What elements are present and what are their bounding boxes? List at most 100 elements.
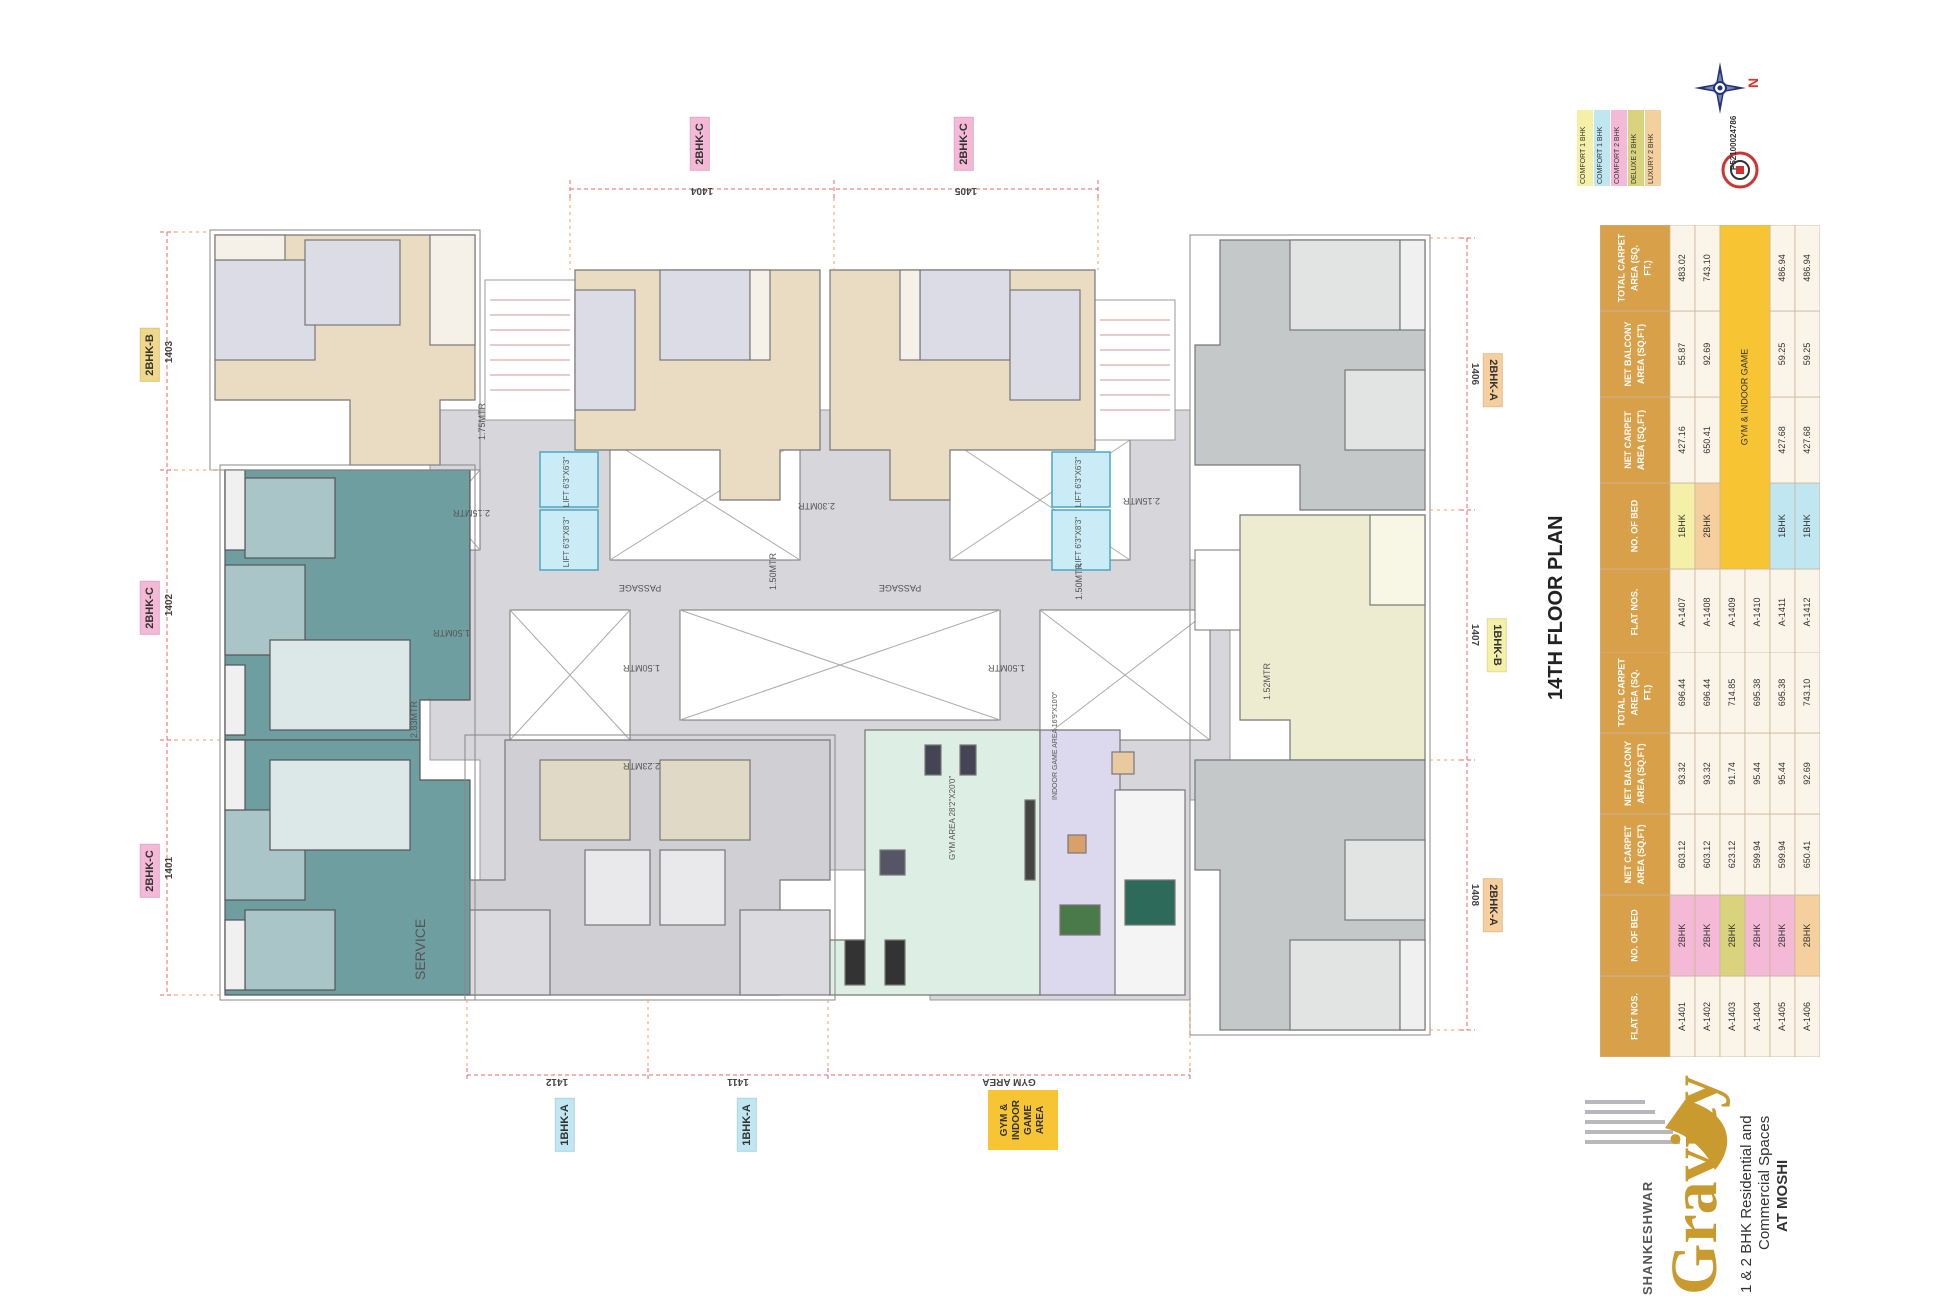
dim-1406: 1406 [1469, 363, 1480, 386]
legend-item: DELUXE 2 BHK [1628, 110, 1645, 186]
dimension-labels: 1404 1405 1403 1402 1401 1406 1407 1408 … [164, 185, 1480, 1087]
table-cell [1669, 310, 1696, 398]
table-cell [1694, 310, 1721, 398]
width-230: 2.30MTR [797, 501, 835, 511]
width-150-a: 1.50MTR [768, 552, 778, 590]
table-cell-text: 95.44 [1752, 762, 1762, 785]
tag-2bhka-1408: 2BHK-A [1482, 878, 1503, 932]
table-cell-text: A-1407 [1677, 597, 1687, 626]
gym-area-label: GYM AREA 28'2"X20'0" [948, 776, 957, 860]
legend-item: COMFORT 1 BHK [1577, 110, 1594, 186]
table-cell-text: 427.68 [1777, 426, 1787, 454]
table-cell-text: 603.12 [1677, 841, 1687, 869]
dimension-guides [175, 198, 1460, 1068]
gym-area [829, 729, 1186, 996]
lift-3-label: LIFT 6'3"X6'3" [1074, 457, 1083, 508]
dim-1411: 1411 [727, 1076, 749, 1087]
table-cell [1669, 732, 1696, 815]
table-header-cell [1600, 732, 1671, 815]
table-cell [1794, 652, 1820, 734]
lift-4-label: LIFT 6'3"X8'3" [1074, 517, 1083, 568]
lift-1-label: LIFT 6'3"X6'3" [562, 457, 571, 508]
table-header-text: NET CARPET [1623, 411, 1633, 469]
table-cell-text: A-1408 [1702, 597, 1712, 626]
table-cell [1719, 568, 1746, 655]
table-header-text: FT.) [1642, 685, 1652, 701]
table-cell-text: 2BHK [1802, 924, 1812, 948]
table-cell [1669, 975, 1696, 1057]
table-cell-text: 1BHK [1777, 514, 1787, 538]
legend-label: COMFORT 1 BHK [1597, 126, 1604, 184]
floor-plan-title: 14TH FLOOR PLAN [1545, 515, 1567, 700]
table-cell-text: 59.25 [1777, 343, 1787, 366]
table-header-text: NET BALCONY [1623, 741, 1633, 806]
table-cell-text: A-1412 [1802, 597, 1812, 626]
table-cell-text: A-1409 [1727, 597, 1737, 626]
table-cell-text: A-1411 [1777, 598, 1787, 626]
tag-2bhkc-1404: 2BHK-C [689, 117, 710, 171]
table-cell [1794, 310, 1820, 398]
legend-label: LUXURY 2 BHK [1648, 133, 1655, 184]
table-cell [1794, 568, 1820, 655]
table-cell-text: 95.44 [1777, 762, 1787, 785]
tag-1bhkb-1407: 1BHK-B [1486, 618, 1507, 672]
table-cell-text: A-1401 [1677, 1002, 1687, 1031]
table-cell [1669, 396, 1696, 484]
table-header-text: AREA (SQ. [1629, 245, 1639, 291]
brand-name: Gravity [1658, 1075, 1731, 1295]
table-cell [1769, 310, 1796, 398]
width-223: 2.23MTR [622, 761, 660, 771]
passage-left: PASSAGE [619, 583, 661, 593]
table-cell-text: 2BHK [1702, 924, 1712, 948]
table-header-text: AREA (SQ.FT) [1636, 324, 1646, 384]
table-header-text: TOTAL CARPET [1616, 658, 1626, 727]
table-cell-text: 483.02 [1677, 254, 1687, 282]
staircases [484, 279, 1176, 441]
table-cell-text: 55.87 [1677, 343, 1687, 366]
table-header-cell [1600, 225, 1671, 312]
table-cell [1694, 225, 1721, 312]
table-cell [1669, 813, 1696, 896]
brand-tagline-3: AT MOSHI [1774, 1159, 1791, 1232]
width-150-c: 1.50MTR [432, 628, 470, 638]
lifts [539, 451, 1111, 571]
table-cell [1794, 732, 1820, 815]
plan-labels: PASSAGE PASSAGE LIFT 6'3"X6'3" LIFT 6'3"… [409, 402, 1272, 980]
compass-icon: N [1694, 62, 1761, 114]
indoor-game-label: INDOOR GAME AREA 16'9"X10'0" [1052, 691, 1059, 800]
table-cell-text: 650.41 [1802, 841, 1812, 869]
dim-1403: 1403 [164, 340, 175, 363]
table-cell-text: 427.68 [1802, 426, 1812, 454]
table-cell-text: 2BHK [1777, 924, 1787, 948]
rera-logo-icon [1721, 151, 1759, 189]
legend-item: COMFORT 1 BHK [1594, 110, 1611, 186]
table-cell-text: A-1404 [1752, 1002, 1762, 1031]
table-cell-text: 93.32 [1702, 762, 1712, 785]
dim-1412: 1412 [545, 1076, 568, 1087]
table-cell-text: 599.94 [1777, 841, 1787, 869]
passage-right: PASSAGE [879, 583, 921, 593]
tag-gym-indoor: GYM & INDOOR GAME AREA [988, 1090, 1058, 1150]
table-cell-text: A-1405 [1777, 1002, 1787, 1031]
table-merged-cell [1719, 225, 1771, 570]
table-header-text: AREA (SQ. [1629, 669, 1639, 715]
tag-1bhka-1412: 1BHK-A [554, 1098, 575, 1152]
table-header-cell [1600, 482, 1671, 570]
table-header-cell [1600, 310, 1671, 398]
table-cell-text: 714.85 [1727, 679, 1737, 707]
tag-2bhkc-1401: 2BHK-C [139, 844, 160, 898]
legend-label: DELUXE 2 BHK [1631, 133, 1638, 184]
table-cell-text: 91.74 [1727, 762, 1737, 785]
table-cell-text: 695.38 [1752, 679, 1762, 707]
brand-tagline-1: 1 & 2 BHK Residential and [1738, 1115, 1755, 1293]
table-cell [1669, 482, 1696, 570]
table-cell-text: 743.10 [1702, 254, 1712, 282]
tag-2bhkb-1403: 2BHK-B [139, 328, 160, 382]
table-cell-text: 92.69 [1802, 762, 1812, 785]
legend-item: COMFORT 2 BHK [1611, 110, 1628, 186]
dim-1407: 1407 [1469, 624, 1480, 647]
